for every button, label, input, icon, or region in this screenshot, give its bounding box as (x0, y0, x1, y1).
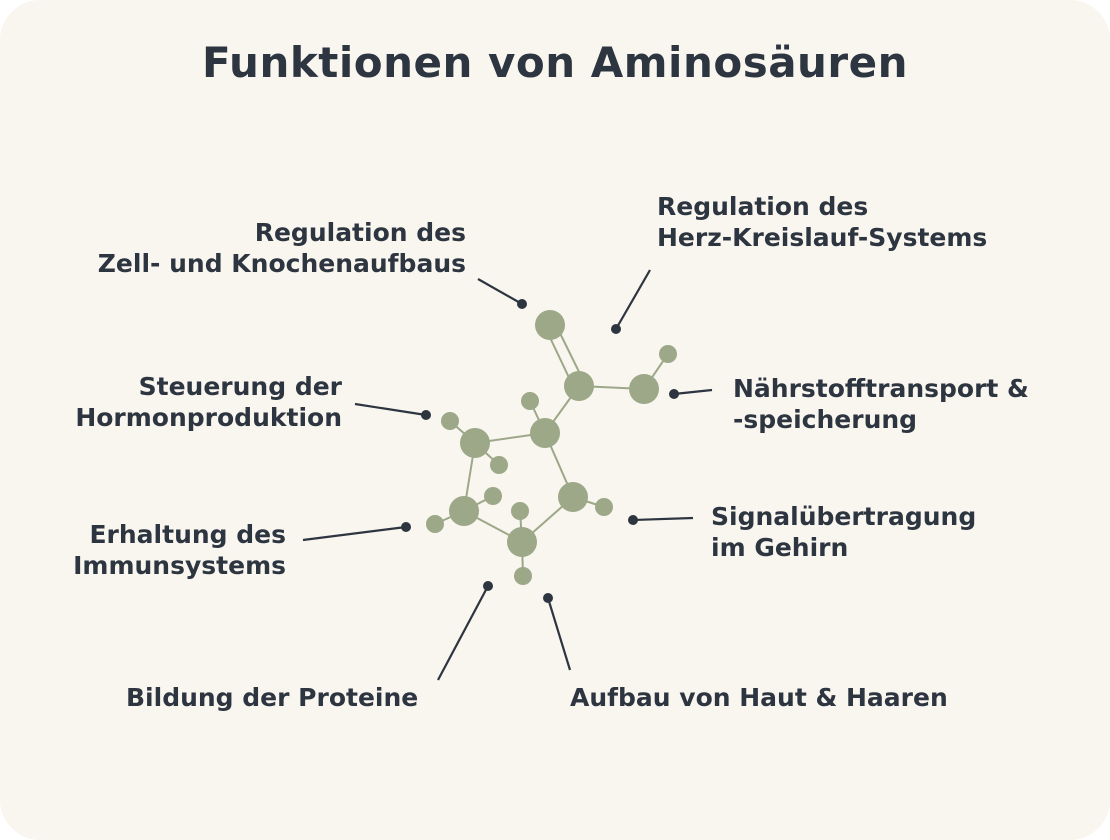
label-naehrstofftransport: Nährstofftransport & -speicherung (733, 373, 1029, 435)
atom-small (595, 498, 613, 516)
pointer-line (477, 278, 523, 305)
label-immunsystem: Erhaltung des Immunsystems (73, 519, 286, 581)
atom (449, 496, 479, 526)
pointer-dot (517, 299, 527, 309)
atom (535, 310, 565, 340)
label-line: Erhaltung des (89, 520, 286, 549)
label-proteine: Bildung der Proteine (126, 682, 418, 713)
pointer-dot (669, 389, 679, 399)
label-line: Hormonproduktion (75, 403, 342, 432)
atom-small (514, 567, 532, 585)
pointer-dot (628, 515, 638, 525)
label-line: -speicherung (733, 405, 918, 434)
label-haut-haare: Aufbau von Haut & Haaren (570, 682, 948, 713)
pointer-dot (421, 410, 431, 420)
atom (507, 527, 537, 557)
label-hormonproduktion: Steuerung der Hormonproduktion (75, 371, 342, 433)
label-zell-knochenaufbau: Regulation des Zell- und Knochenaufbaus (98, 217, 466, 279)
atom (629, 374, 659, 404)
atom-small (441, 412, 459, 430)
pointer-dot (611, 324, 621, 334)
label-line: Bildung der Proteine (126, 683, 419, 712)
label-herz-kreislauf: Regulation des Herz-Kreislauf-Systems (657, 191, 987, 253)
label-line: Regulation des (254, 218, 466, 247)
label-line: Steuerung der (138, 372, 342, 401)
atom (558, 482, 588, 512)
label-line: im Gehirn (711, 533, 849, 562)
pointer-lines (302, 269, 713, 681)
atom-small (521, 392, 539, 410)
atom-small (659, 345, 677, 363)
pointer-line (437, 585, 489, 681)
atom-small (426, 515, 444, 533)
pointer-line (615, 269, 651, 330)
molecule-atoms (426, 310, 677, 585)
pointer-line (354, 402, 427, 417)
pointer-line (673, 388, 713, 396)
label-line: Regulation des (657, 192, 869, 221)
label-signaluebertragung: Signalübertragung im Gehirn (711, 501, 976, 563)
pointer-dot (483, 581, 493, 591)
atom-small (490, 456, 508, 474)
label-line: Signalübertragung (711, 502, 977, 531)
atom (460, 428, 490, 458)
pointer-dot (543, 593, 553, 603)
label-line: Immunsystems (73, 551, 286, 580)
label-line: Zell- und Knochenaufbaus (97, 249, 466, 278)
label-line: Herz-Kreislauf-Systems (657, 223, 988, 252)
atom-small (511, 502, 529, 520)
label-line: Nährstofftransport & (733, 374, 1029, 403)
pointer-dot (401, 522, 411, 532)
atom (530, 418, 560, 448)
atom (564, 371, 594, 401)
pointer-line (546, 597, 572, 671)
pointer-line (302, 525, 407, 542)
label-line: Aufbau von Haut & Haaren (570, 683, 948, 712)
page-title: Funktionen von Aminosäuren (201, 38, 909, 87)
pointer-line (632, 516, 694, 522)
atom-small (484, 487, 502, 505)
